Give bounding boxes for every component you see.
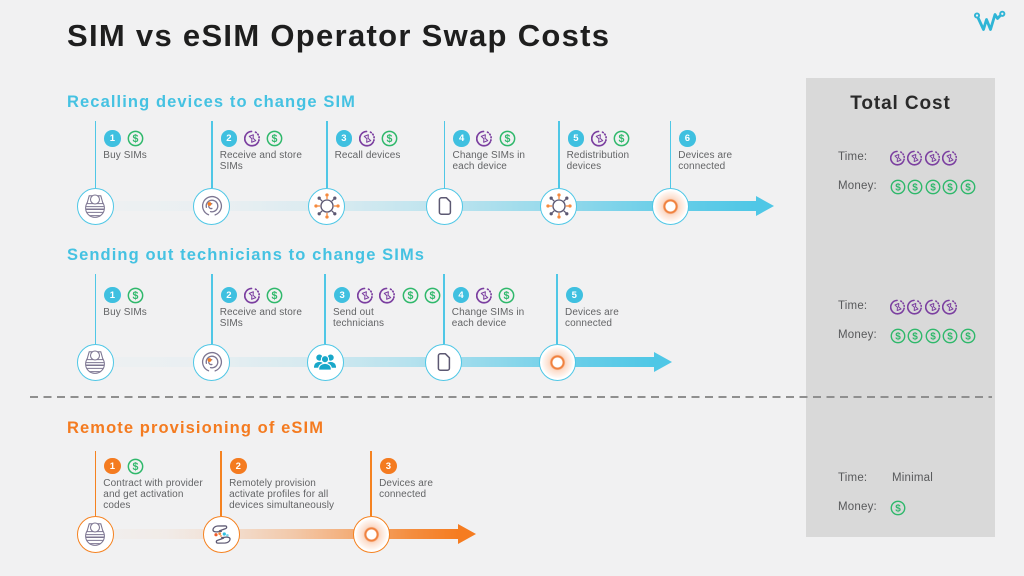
svg-text:$: $ <box>948 182 954 193</box>
svg-text:$: $ <box>429 290 435 302</box>
svg-text:$: $ <box>895 331 901 342</box>
svg-text:$: $ <box>271 290 277 302</box>
svg-text:$: $ <box>912 182 918 193</box>
svg-text:$: $ <box>965 331 971 342</box>
svg-text:$: $ <box>504 133 510 145</box>
svg-text:$: $ <box>504 290 510 302</box>
svg-text:$: $ <box>895 182 901 193</box>
svg-text:$: $ <box>618 133 624 145</box>
svg-text:$: $ <box>912 331 918 342</box>
svg-text:$: $ <box>895 503 901 514</box>
svg-text:$: $ <box>133 290 139 302</box>
svg-text:$: $ <box>407 290 413 302</box>
svg-text:$: $ <box>930 182 936 193</box>
svg-text:$: $ <box>948 331 954 342</box>
svg-text:$: $ <box>965 182 971 193</box>
svg-text:$: $ <box>133 133 139 145</box>
svg-text:$: $ <box>930 331 936 342</box>
svg-text:$: $ <box>386 133 392 145</box>
svg-text:$: $ <box>133 461 139 473</box>
svg-text:$: $ <box>271 133 277 145</box>
